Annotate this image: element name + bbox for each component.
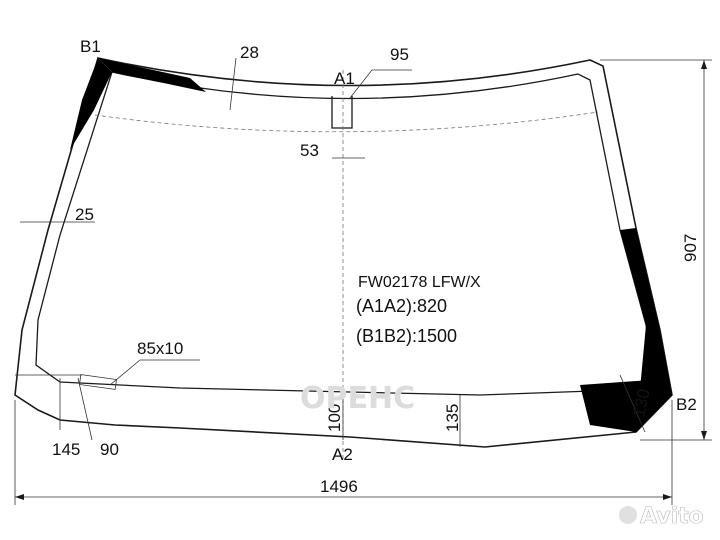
- dim-bottom-center: 100: [325, 404, 344, 432]
- glass-outer-outline: [14, 57, 673, 448]
- dim-height-line: [600, 59, 712, 441]
- part-number: FW02178 LFW/X: [358, 274, 481, 291]
- avito-dots-icon: [619, 506, 637, 524]
- a-line-length: (A1A2):820: [356, 296, 447, 316]
- dim-left-bottom-2: 90: [100, 440, 119, 459]
- dim-top-band-line: [229, 57, 237, 111]
- dim-width: 1496: [320, 477, 358, 496]
- dim-top-right-leader: [349, 69, 412, 99]
- watermark-corner-text: Avito: [640, 504, 704, 529]
- label-a1: A1: [334, 69, 355, 88]
- dim-left-bottom-lines: [15, 374, 93, 441]
- dim-top-band: 28: [240, 43, 259, 62]
- dim-top-right: 95: [390, 45, 409, 64]
- dim-width-line: [14, 400, 673, 505]
- watermark-center: OPEHC: [300, 381, 415, 416]
- band-right-side: [620, 228, 672, 432]
- label-b2: B2: [676, 395, 697, 414]
- sensor-notch: [331, 96, 353, 129]
- marking-rectangle: [79, 374, 117, 390]
- dim-left-bottom-1: 145: [52, 440, 80, 459]
- dim-marking-leader: [109, 359, 200, 386]
- dim-corner-band-line: [619, 374, 646, 433]
- watermark-corner: Avito: [619, 504, 704, 529]
- frit-inner-outline: [35, 71, 659, 396]
- visible-area-dashed: [94, 111, 599, 133]
- dim-height: 907: [681, 234, 700, 262]
- dim-marking: 85x10: [137, 339, 183, 358]
- dim-sensor-width: 53: [300, 141, 319, 160]
- label-b1: B1: [80, 37, 101, 56]
- b-line-length: (B1B2):1500: [356, 326, 457, 346]
- band-bottom-right: [580, 380, 660, 432]
- label-a2: A2: [332, 445, 353, 464]
- band-top-left: [98, 58, 206, 92]
- dim-side-band: 25: [75, 205, 94, 224]
- dim-bottom-right: 135: [443, 404, 462, 432]
- band-left-side: [70, 58, 112, 150]
